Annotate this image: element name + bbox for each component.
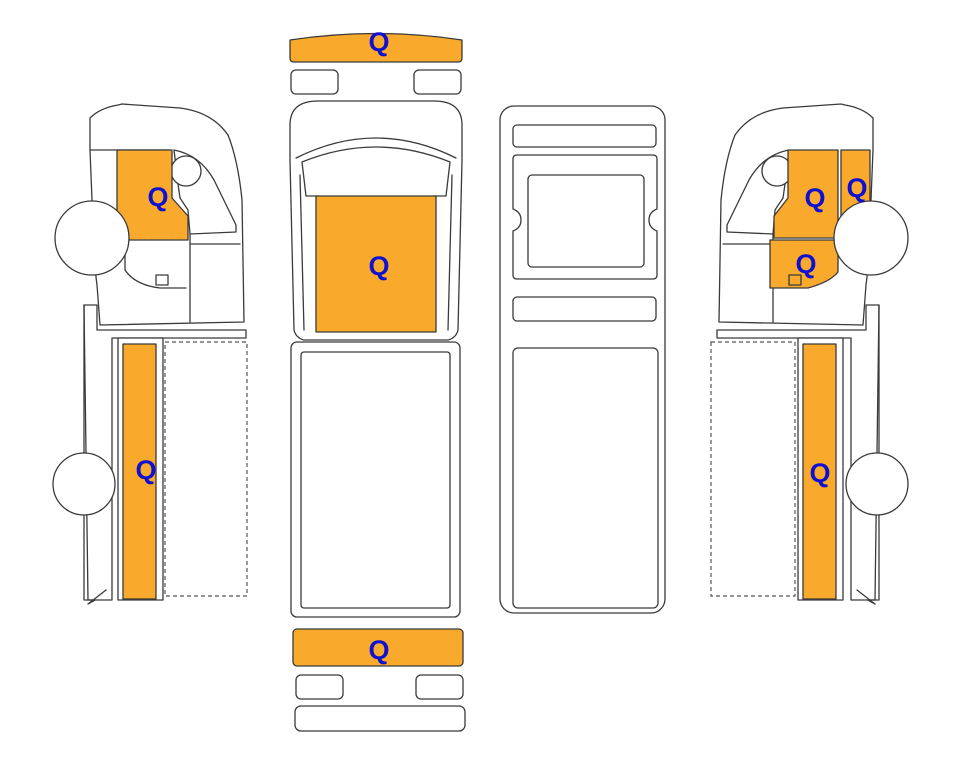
box-top-inner [300, 351, 451, 609]
right-chassis [716, 304, 880, 601]
right-door-lower-label: Q [795, 249, 816, 279]
left-front-door-label: Q [147, 182, 168, 212]
underside-panel-2 [512, 154, 658, 280]
left-box-dashed [164, 341, 248, 597]
underside-view [499, 105, 666, 614]
right-box-side-label: Q [809, 458, 830, 488]
roof-zone[interactable] [315, 195, 437, 333]
left-box-side-label: Q [135, 455, 156, 485]
left-chassis [83, 304, 247, 601]
right-rear-wheel [845, 452, 909, 516]
underside-panel-3 [527, 174, 645, 268]
right-front-wheel [833, 200, 909, 276]
front-bumper-label: Q [368, 27, 389, 57]
roof-label: Q [368, 251, 389, 281]
box-top-outer [290, 341, 461, 618]
underside-box-floor [512, 347, 659, 609]
rear-step [294, 705, 466, 732]
rear-bumper-zone[interactable] [292, 628, 464, 667]
right-window [726, 149, 790, 235]
rear-bumper-label: Q [368, 635, 389, 665]
right-pillar [447, 174, 453, 331]
left-window [173, 149, 237, 235]
left-headlight [290, 69, 339, 95]
left-side-view [52, 103, 248, 605]
right-box-dashed [710, 341, 796, 597]
front-bumper-zone[interactable] [289, 32, 463, 63]
right-headlight [413, 69, 462, 95]
right-side-view [710, 103, 909, 605]
underside-panel-1 [512, 124, 657, 148]
right-door-upper-label: Q [804, 183, 825, 213]
left-front-wheel [54, 200, 130, 276]
cab-window-line [295, 137, 457, 159]
left-pillar [299, 174, 305, 331]
underside-outline [499, 105, 666, 614]
right-door-front-label: Q [846, 173, 867, 203]
right-taillight [415, 674, 464, 700]
left-step [124, 239, 187, 289]
right-handle [788, 274, 802, 286]
right-door-lower-zone[interactable] [769, 239, 839, 289]
left-rear-wheel [52, 452, 116, 516]
left-mirror [170, 155, 202, 187]
left-box-side-zone[interactable] [122, 343, 157, 600]
top-view [289, 32, 466, 732]
underside-panel-4 [512, 296, 657, 322]
left-handle [155, 274, 169, 286]
left-taillight [295, 674, 344, 700]
right-box-side-zone[interactable] [802, 343, 837, 600]
